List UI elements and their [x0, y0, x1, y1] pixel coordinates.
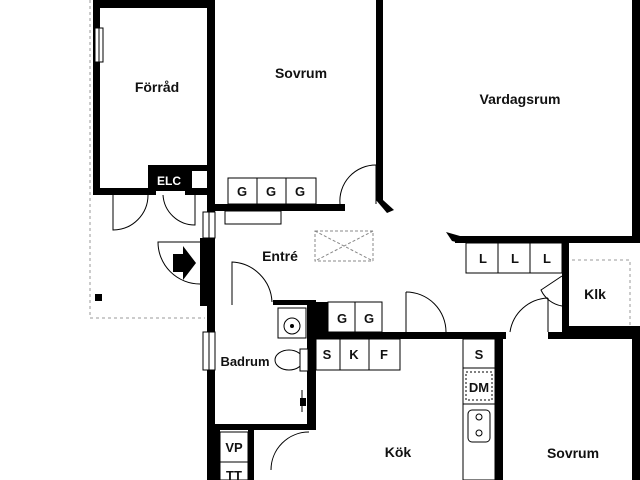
elc-label: ELC — [157, 174, 181, 188]
bedroom-bottom-label: Sovrum — [547, 445, 599, 461]
storage-room-label: Förråd — [135, 79, 179, 95]
living-room-label: Vardagsrum — [480, 91, 561, 107]
wardrobe-g1: G — [237, 184, 247, 199]
laundry-tt: TT — [226, 468, 242, 480]
wardrobe-g3: G — [295, 184, 305, 199]
closet-l3: L — [543, 251, 551, 266]
bathroom — [202, 300, 316, 480]
kitchen-g2: G — [364, 311, 374, 326]
walk-in-closet — [540, 275, 640, 333]
living-room-walls — [446, 0, 640, 243]
appliance-s: S — [323, 347, 332, 362]
entrance-hall — [157, 211, 374, 306]
walk-in-closet-label: Klk — [584, 286, 606, 302]
bedroom-top-label: Sovrum — [275, 65, 327, 81]
bathroom-label: Badrum — [220, 354, 269, 369]
bedroom-top — [215, 0, 394, 225]
closet-l2: L — [511, 251, 519, 266]
kitchen-counter-right — [446, 297, 640, 480]
appliance-k: K — [349, 347, 359, 362]
appliance-f: F — [380, 347, 388, 362]
closet-l1: L — [479, 251, 487, 266]
elc-box — [150, 171, 192, 191]
kitchen — [270, 431, 310, 471]
kitchen-g1: G — [337, 311, 347, 326]
wardrobe-g2: G — [266, 184, 276, 199]
laundry-area — [215, 430, 254, 480]
kitchen-wardrobe-gg — [316, 291, 447, 339]
entrance-label: Entré — [262, 248, 298, 264]
dishwasher-dm: DM — [469, 380, 489, 395]
laundry-vp: VP — [225, 440, 243, 455]
outdoor-area-outline — [89, 0, 631, 330]
closet-lll — [465, 242, 569, 333]
counter-s: S — [475, 347, 484, 362]
storage-room — [93, 0, 215, 231]
kitchen-label: Kök — [385, 444, 412, 460]
appliances-skf — [315, 338, 401, 371]
